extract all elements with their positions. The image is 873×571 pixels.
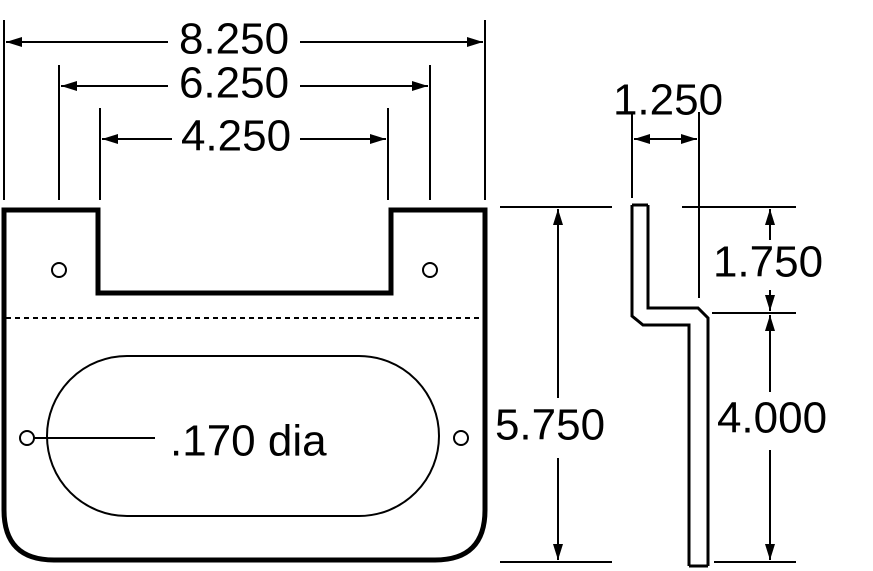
mounting-hole-left bbox=[19, 430, 35, 446]
arrow-lower-height-bottom bbox=[765, 544, 775, 560]
front-outline bbox=[1, 207, 488, 563]
mounting-hole-top-right bbox=[422, 262, 438, 278]
arrow-overall-height-bottom bbox=[553, 544, 563, 560]
mid-width-label: 6.250 bbox=[179, 59, 289, 108]
arrow-overall-width-right bbox=[467, 37, 483, 47]
arrow-offset-left bbox=[634, 134, 650, 144]
arrow-upper-height-bottom bbox=[765, 295, 775, 311]
arrow-mid-width-right bbox=[412, 81, 428, 91]
front-view: .170 dia 8.250 6.250 4.250 5.750 bbox=[1, 15, 612, 563]
upper-height-label: 1.750 bbox=[713, 238, 823, 287]
arrow-upper-height-top bbox=[765, 209, 775, 225]
arrow-lower-height-top bbox=[765, 315, 775, 331]
hole-diameter-label: .170 dia bbox=[170, 417, 327, 466]
offset-label: 1.250 bbox=[613, 76, 723, 125]
notch-width-label: 4.250 bbox=[181, 112, 291, 161]
arrow-offset-right bbox=[681, 134, 697, 144]
oval-cutout bbox=[46, 355, 440, 517]
arrow-overall-width-left bbox=[6, 37, 22, 47]
mounting-hole-top-left bbox=[51, 262, 67, 278]
mounting-hole-right bbox=[453, 430, 469, 446]
side-profile-outer bbox=[630, 205, 691, 566]
arrow-notch-width-right bbox=[370, 134, 386, 144]
arrow-mid-width-left bbox=[61, 81, 77, 91]
overall-width-label: 8.250 bbox=[179, 15, 289, 64]
side-profile-inner bbox=[646, 205, 710, 566]
side-view: 1.250 1.750 4.000 bbox=[613, 76, 827, 568]
lower-height-label: 4.000 bbox=[717, 394, 827, 443]
overall-height-label: 5.750 bbox=[495, 401, 605, 450]
arrow-notch-width-left bbox=[102, 134, 118, 144]
arrow-overall-height-top bbox=[553, 209, 563, 225]
